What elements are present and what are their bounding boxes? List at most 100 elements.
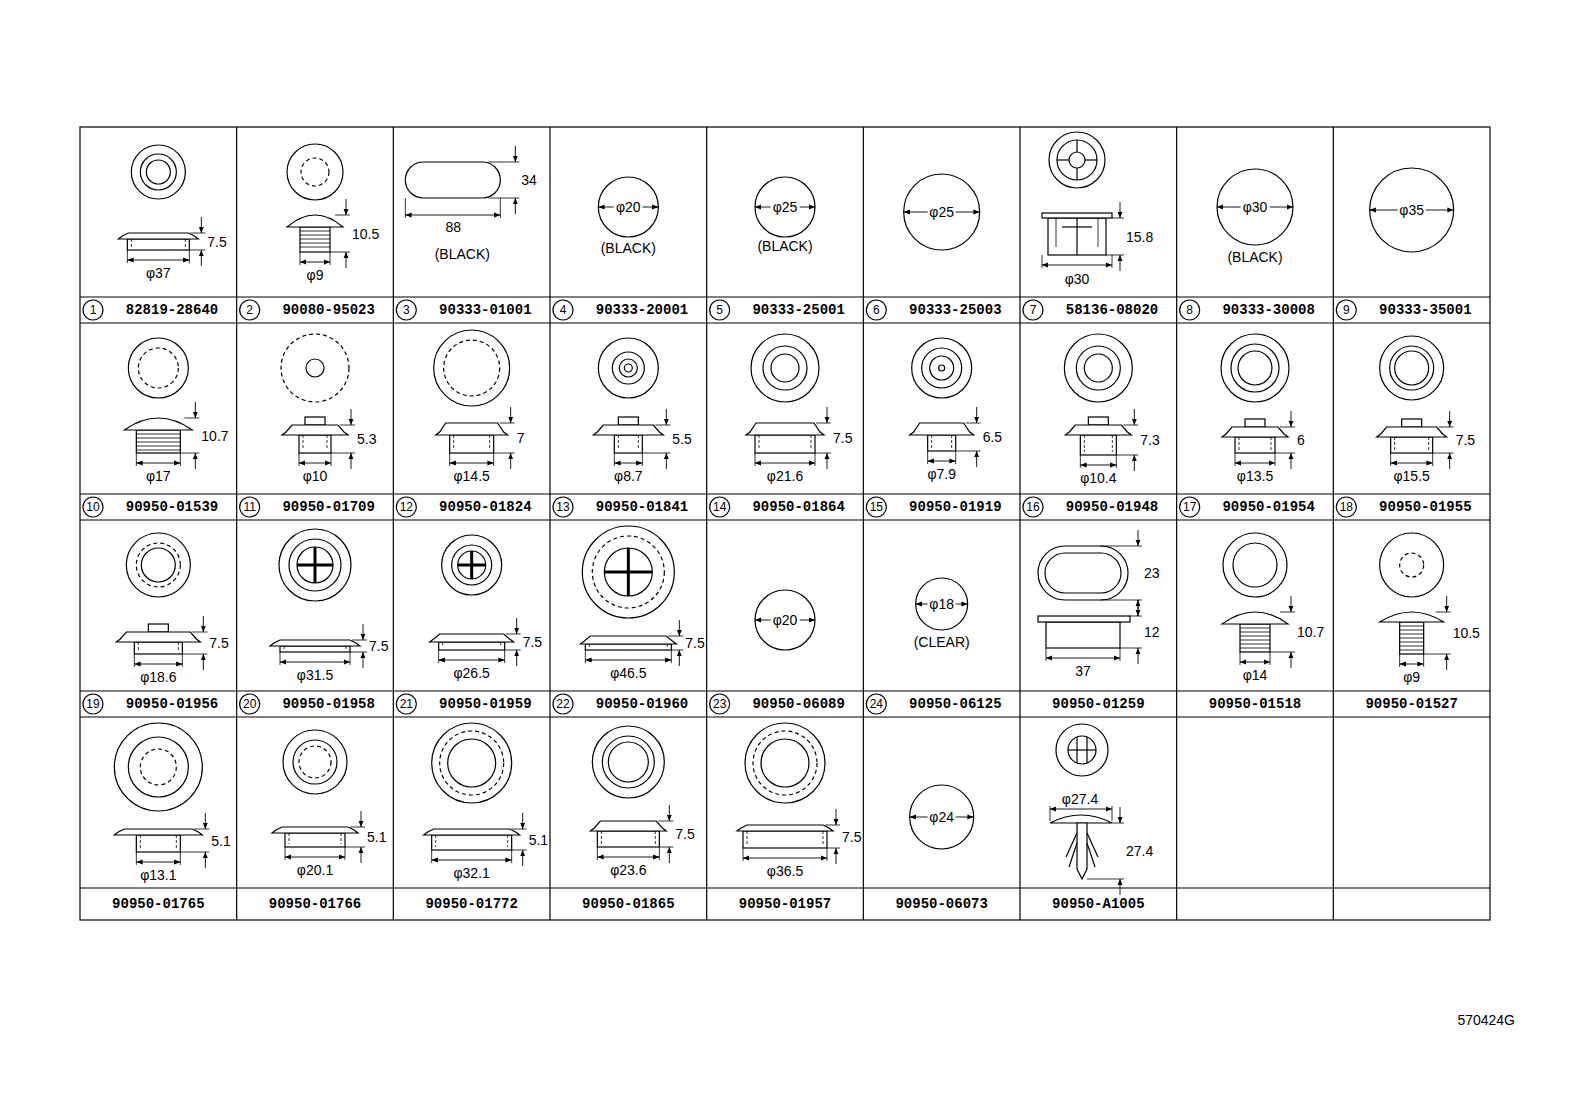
callout-number: 5 [716,304,723,316]
line-art [195,402,196,418]
part-number: 90950-01772 [425,897,517,911]
line-art [281,334,349,402]
line-art [755,590,815,650]
line-art [1400,553,1424,577]
line-art [299,463,331,464]
line-art [827,848,828,861]
line-art [1270,652,1271,665]
line-art [863,127,864,920]
line-art [430,634,514,642]
line-art [743,858,827,859]
line-art [1280,612,1295,613]
line-art [289,539,341,591]
line-art [598,338,658,398]
line-art [458,551,486,579]
line-art [350,652,367,653]
line-art [510,407,511,423]
line-art [510,453,511,469]
line-art [1064,334,1132,402]
line-art [1046,622,1120,648]
line-art [195,453,196,469]
dimension: φ21.6 [767,469,803,483]
line-art [592,726,664,798]
line-art [1098,218,1099,247]
line-art [80,322,1490,323]
line-art [771,354,799,382]
line-art [331,453,332,466]
dimension: 6.5 [983,430,1002,444]
dimension: φ32.1 [453,866,489,880]
line-art [1138,600,1139,616]
line-art [1449,453,1450,469]
line-art [1045,553,1121,593]
line-art [930,356,954,380]
line-art [299,435,331,453]
line-art [1076,346,1120,390]
part-number: 90950-01518 [1209,697,1301,711]
line-art [128,737,188,797]
dimension: φ20.1 [297,863,333,877]
line-art [270,640,360,646]
note: (CLEAR) [914,635,970,649]
line-art [1221,334,1289,402]
line-art [192,632,207,633]
dimension: 7.3 [1140,433,1159,447]
line-art [504,650,505,663]
dimension: φ37 [146,266,171,280]
line-art [1436,612,1451,613]
dimension: 7.5 [207,235,226,249]
line-art [549,127,550,920]
line-art [624,364,632,372]
dimension: φ25 [771,200,800,214]
line-art [444,340,500,396]
dimension: φ10 [303,469,328,483]
dimension: φ14.5 [453,469,489,483]
line-art [1176,127,1177,920]
line-art [1400,630,1424,631]
line-art [1291,411,1292,427]
dimension: φ20 [771,613,800,627]
line-art [597,847,598,860]
line-art [279,529,351,601]
line-art [755,177,815,237]
line-art [190,233,205,234]
callout-number: 16 [1026,501,1039,513]
line-art [1336,497,1356,517]
line-art [300,252,301,265]
part-number: 90950-06073 [895,897,987,911]
line-art [80,716,1490,717]
dimension: φ13.1 [140,868,176,882]
dimension: φ24 [927,810,956,824]
dimension: φ8.7 [614,469,643,483]
line-art [350,827,365,828]
line-art [1233,543,1277,587]
line-art [300,243,330,244]
line-art [1400,634,1424,635]
line-art [180,852,181,865]
line-art [439,660,505,661]
line-art [825,825,840,826]
line-art [470,551,473,579]
dimension: φ14 [1243,668,1268,682]
line-art [396,497,416,517]
line-art [1180,497,1200,517]
note: (BLACK) [757,239,812,253]
line-art [761,739,809,787]
line-art [1066,833,1077,857]
line-art [823,831,824,845]
line-art [330,252,331,265]
line-art [1222,612,1288,624]
line-art [494,453,515,454]
line-art [300,235,330,236]
line-art [346,252,347,268]
line-art [80,519,1490,520]
line-art [1134,409,1135,425]
line-art [815,453,831,454]
line-art [1077,823,1087,879]
line-art [351,409,352,425]
line-art [434,330,510,406]
line-art [436,423,508,435]
line-art [811,435,812,450]
line-art [759,435,760,450]
line-art [1049,132,1105,188]
